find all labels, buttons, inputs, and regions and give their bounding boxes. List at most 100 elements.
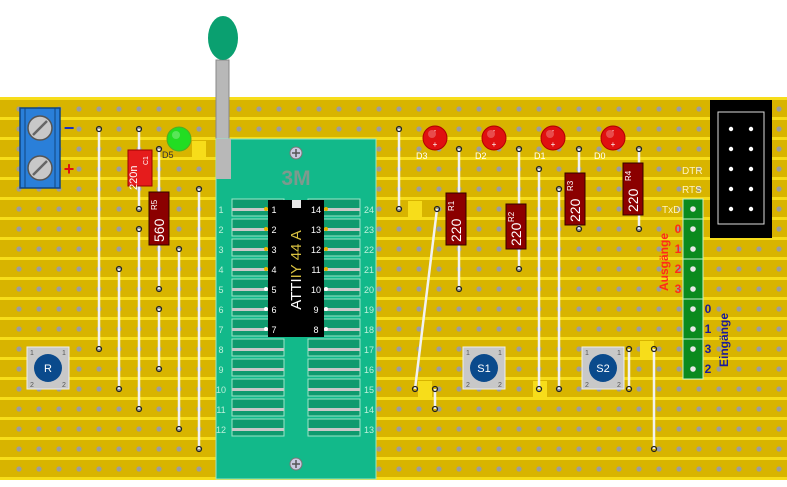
header-pin <box>728 146 734 152</box>
hole <box>776 206 782 212</box>
hole <box>376 306 382 312</box>
hole <box>676 186 682 192</box>
hole <box>596 306 602 312</box>
hole <box>656 146 662 152</box>
hole <box>476 426 482 432</box>
hole <box>396 246 402 252</box>
hole <box>516 286 522 292</box>
hole <box>616 466 622 472</box>
hole <box>496 426 502 432</box>
hole <box>376 186 382 192</box>
hole <box>776 146 782 152</box>
button-pin-label: 1 <box>466 350 470 357</box>
hole <box>576 286 582 292</box>
hole <box>436 246 442 252</box>
hole <box>676 286 682 292</box>
hole <box>476 266 482 272</box>
ic-pin-number: 12 <box>311 245 321 255</box>
wire-end <box>431 405 439 413</box>
hole <box>116 146 122 152</box>
hole <box>736 426 742 432</box>
hole <box>656 206 662 212</box>
button-cap[interactable] <box>34 354 62 382</box>
led-body <box>481 125 507 151</box>
hole <box>616 166 622 172</box>
hole <box>76 266 82 272</box>
strip-gap <box>0 117 787 120</box>
io-pin <box>690 286 696 292</box>
socket-slot <box>231 358 285 377</box>
hole <box>36 446 42 452</box>
hole <box>176 186 182 192</box>
socket-pin-number: 17 <box>364 345 374 355</box>
ic-pin-number: 6 <box>271 305 276 315</box>
zif-lever-knob[interactable] <box>208 16 238 60</box>
hole <box>496 266 502 272</box>
input-number: 3 <box>705 342 712 356</box>
hole <box>676 246 682 252</box>
hole <box>476 206 482 212</box>
hole <box>776 186 782 192</box>
ic-pin-number: 3 <box>271 245 276 255</box>
hole <box>76 466 82 472</box>
ic-part-prefix: ATTI <box>288 278 305 309</box>
hole <box>96 386 102 392</box>
hole <box>396 446 402 452</box>
io-pin <box>690 366 696 372</box>
socket-contact <box>308 208 360 211</box>
strip-cuts <box>192 141 654 397</box>
hole <box>756 266 762 272</box>
hole <box>756 386 762 392</box>
hole <box>76 106 82 112</box>
socket-pin-number: 11 <box>216 405 225 415</box>
hole <box>436 446 442 452</box>
capacitor-ref: C1 <box>143 156 150 165</box>
wire-end <box>555 185 563 193</box>
socket-pin-number: 23 <box>364 225 374 235</box>
hole <box>116 246 122 252</box>
resistor-ref: R3 <box>566 180 575 191</box>
hole <box>776 166 782 172</box>
hole <box>36 466 42 472</box>
hole <box>536 146 542 152</box>
hole <box>616 306 622 312</box>
socket-contact <box>232 408 284 411</box>
socket-contact <box>232 228 284 231</box>
led-ref-label: D3 <box>416 151 428 161</box>
hole <box>496 246 502 252</box>
hole <box>636 286 642 292</box>
output-number: 3 <box>675 282 682 296</box>
socket-slot <box>307 418 361 437</box>
strip-gap <box>0 237 787 240</box>
hole <box>376 446 382 452</box>
wire-end <box>175 245 183 253</box>
hole <box>496 446 502 452</box>
hole <box>16 446 22 452</box>
button-cap[interactable] <box>589 354 617 382</box>
hole <box>676 126 682 132</box>
hole <box>476 286 482 292</box>
io-pin <box>690 246 696 252</box>
hole <box>736 286 742 292</box>
socket-pin-number: 5 <box>218 285 223 295</box>
hole <box>36 266 42 272</box>
hole <box>416 186 422 192</box>
hole <box>576 126 582 132</box>
button-cap[interactable] <box>470 354 498 382</box>
wire-end <box>555 385 563 393</box>
ic-pin-number: 8 <box>313 325 318 335</box>
hole <box>676 466 682 472</box>
socket-slot <box>231 418 285 437</box>
hole <box>496 406 502 412</box>
hole <box>36 326 42 332</box>
strip-gap <box>0 437 787 440</box>
hole <box>476 126 482 132</box>
hole <box>596 146 602 152</box>
hole <box>776 306 782 312</box>
led-cathode-label: - <box>612 128 615 135</box>
led-body <box>540 125 566 151</box>
